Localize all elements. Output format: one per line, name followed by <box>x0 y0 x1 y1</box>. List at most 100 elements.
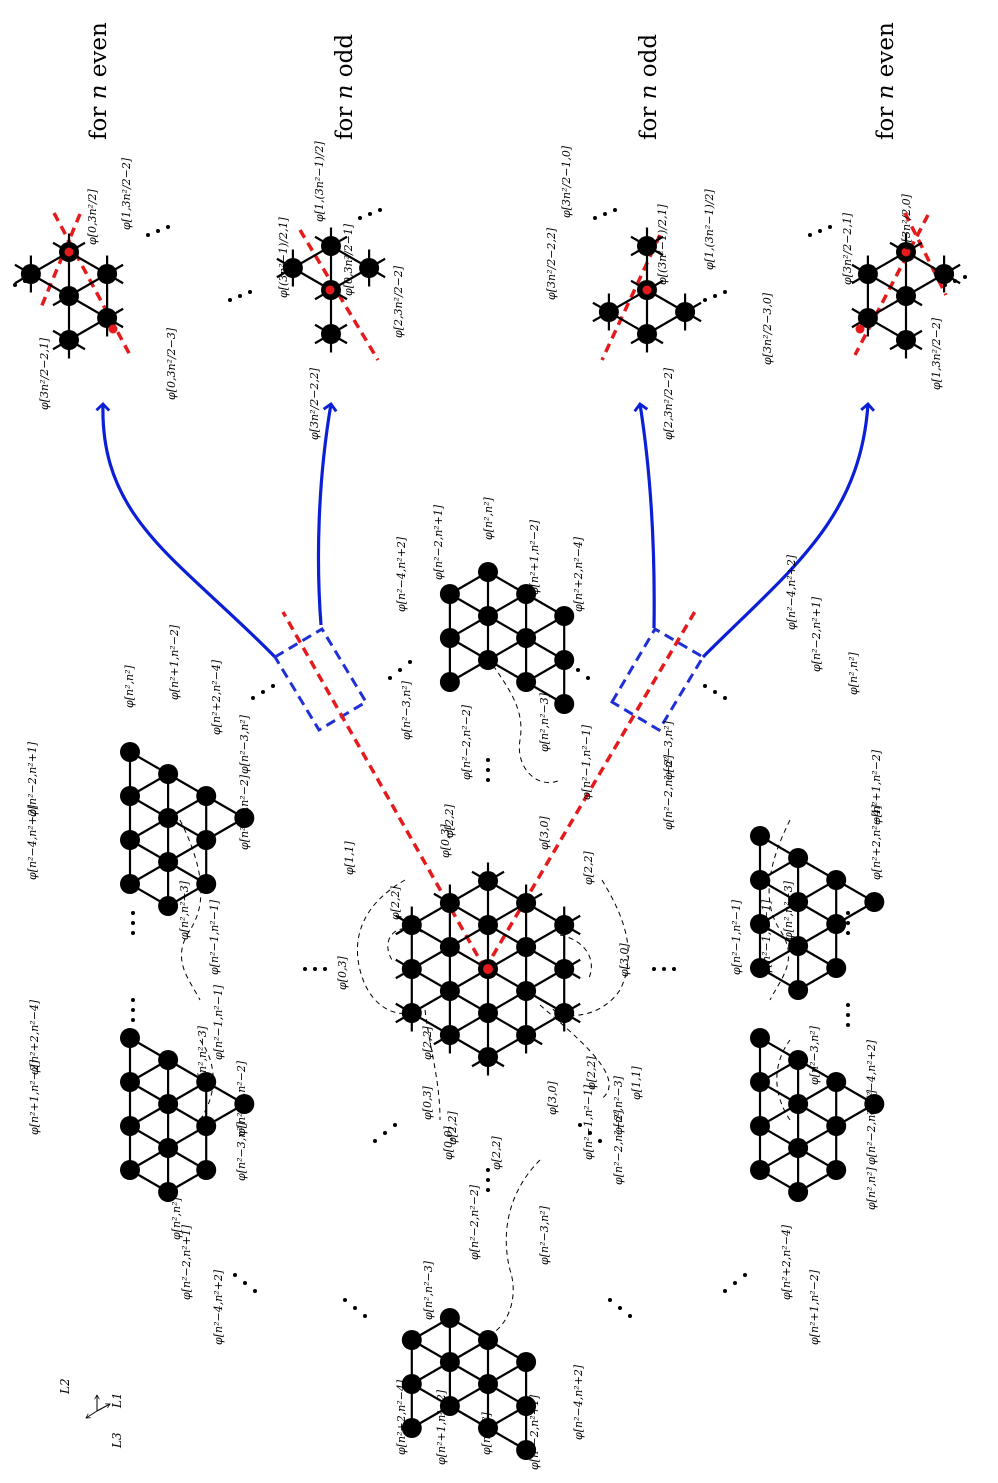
lattice-node <box>59 286 79 306</box>
lattice-node <box>516 981 537 1001</box>
lattice-node <box>896 330 916 350</box>
node-label: φ[2,2] <box>490 1136 503 1170</box>
axis-l1: L1 <box>110 1392 124 1409</box>
lattice-node <box>478 1047 498 1067</box>
lattice-node <box>554 650 575 670</box>
lattice-node <box>826 1072 847 1092</box>
lattice-node <box>196 830 217 850</box>
lattice-node <box>554 959 575 979</box>
node-label: φ[n²,n²] <box>865 1167 878 1210</box>
lattice-node <box>788 936 809 956</box>
node-label: φ[n²,n²−3] <box>612 1075 625 1135</box>
node-label: φ[n²−2,n²+1] <box>810 596 823 672</box>
lattice-clusters <box>14 227 961 1460</box>
node-label: φ[1,1] <box>630 1066 643 1100</box>
lattice-node <box>120 742 140 762</box>
lattice-node <box>750 1160 770 1180</box>
zoom-arrow-3 <box>633 401 656 629</box>
lattice-node <box>478 1418 498 1438</box>
lattice-node <box>439 584 460 604</box>
lattice-node <box>401 915 422 935</box>
node-label: φ[1,3n²/2−2] <box>930 317 943 390</box>
node-label: φ[1,1] <box>343 841 356 875</box>
lattice-node <box>750 958 770 978</box>
lattice-node <box>401 959 422 979</box>
node-label: φ[n²−2,n²−2] <box>460 704 473 780</box>
node-label: φ[1,(3n²−1)/2] <box>703 189 716 270</box>
axis-l3: L3 <box>110 1432 124 1449</box>
lattice-node <box>637 324 657 344</box>
lattice-node <box>516 1025 537 1045</box>
node-label: φ[n²−3,n²] <box>808 1025 821 1085</box>
lattice-node <box>196 1072 217 1092</box>
axis-l2: L2 <box>58 1378 72 1395</box>
node-label: φ[1,3n²/2−2] <box>120 157 133 230</box>
lattice-node <box>788 1094 809 1114</box>
node-label: φ[n²,n²] <box>480 1412 493 1455</box>
lattice-node <box>554 915 575 935</box>
zoom-cluster-4 <box>851 233 961 359</box>
node-label: φ[n²+2,n²−4] <box>780 1224 793 1300</box>
zoom-cluster-2 <box>276 227 386 353</box>
node-label: φ[n²−3,n²] <box>662 720 675 780</box>
lattice-node <box>120 1028 140 1048</box>
lattice-node <box>516 628 537 648</box>
node-label: φ[3n²/2−2,2] <box>308 367 321 440</box>
node-label: φ[2,3n²/2−2] <box>392 265 405 338</box>
lattice-node <box>196 786 217 806</box>
node-label: φ[n²−1,n²−1] <box>580 724 593 800</box>
lattice-node <box>857 308 878 328</box>
node-label: φ[n²+1,n²−2] <box>28 1059 41 1135</box>
title-1: for n even <box>86 22 112 140</box>
center-cluster <box>395 862 581 1076</box>
node-label: φ[n²−3,n²] <box>235 1121 248 1181</box>
node-label: φ[0,3n²/2−3] <box>165 327 178 400</box>
lattice-node <box>97 264 118 284</box>
node-label: φ[n²−4,n²+2] <box>395 536 408 612</box>
node-label: φ[2,2] <box>582 851 595 885</box>
lattice-node <box>439 1352 460 1372</box>
lattice-node <box>478 915 498 935</box>
node-label: φ[n²+2,n²−4] <box>210 659 223 735</box>
lattice-node <box>196 874 217 894</box>
node-label: φ[n²−1,n²−1] <box>730 899 743 975</box>
node-label: φ[3n²/2,0] <box>900 193 913 250</box>
lattice-node <box>439 628 460 648</box>
zoom-arrows <box>95 401 876 659</box>
lattice-node <box>439 1396 460 1416</box>
lattice-node <box>120 1072 140 1092</box>
lattice-node <box>321 324 341 344</box>
axis-right <box>483 607 699 970</box>
node-label: φ[n²−2,n²+1] <box>865 1089 878 1165</box>
lattice-node <box>826 1160 847 1180</box>
node-label: φ[n²+2,n²−4] <box>395 1379 408 1455</box>
node-label: φ[n²+1,n²−2] <box>528 519 541 595</box>
lattice-node <box>234 808 255 828</box>
node-label: φ[n²,n²−3] <box>538 692 551 752</box>
lattice-node <box>516 1440 537 1460</box>
lattice-node <box>439 1025 460 1045</box>
node-label: φ[n²−2,n²−2] <box>662 754 675 830</box>
lattice-node <box>234 1094 255 1114</box>
highlight-nodes <box>64 247 911 974</box>
node-label: φ[n²−2,n²+1] <box>180 1224 193 1300</box>
lattice-node <box>516 1352 537 1372</box>
node-label: φ[n²+2,n²−4] <box>28 999 41 1075</box>
lattice-node <box>321 236 341 256</box>
lattice-node <box>439 1308 460 1328</box>
lattice-node <box>478 650 498 670</box>
lattice-node <box>637 236 657 256</box>
upper-right-cluster <box>750 826 885 1000</box>
title-3: for n odd <box>636 34 662 140</box>
lattice-node <box>158 1094 179 1114</box>
node-label: φ[n²−2,n²+1] <box>26 741 39 817</box>
node-label: φ[2,2] <box>389 886 402 920</box>
node-label: φ[n²,n²] <box>847 652 860 695</box>
node-label: φ[3,0] <box>538 816 551 850</box>
node-label: φ[n²−2,n²−2] <box>238 774 251 850</box>
lattice-node <box>788 980 809 1000</box>
lattice-node <box>788 1050 809 1070</box>
node-label: φ[0,3n²/2−1] <box>342 223 355 296</box>
lattice-node <box>516 893 537 913</box>
